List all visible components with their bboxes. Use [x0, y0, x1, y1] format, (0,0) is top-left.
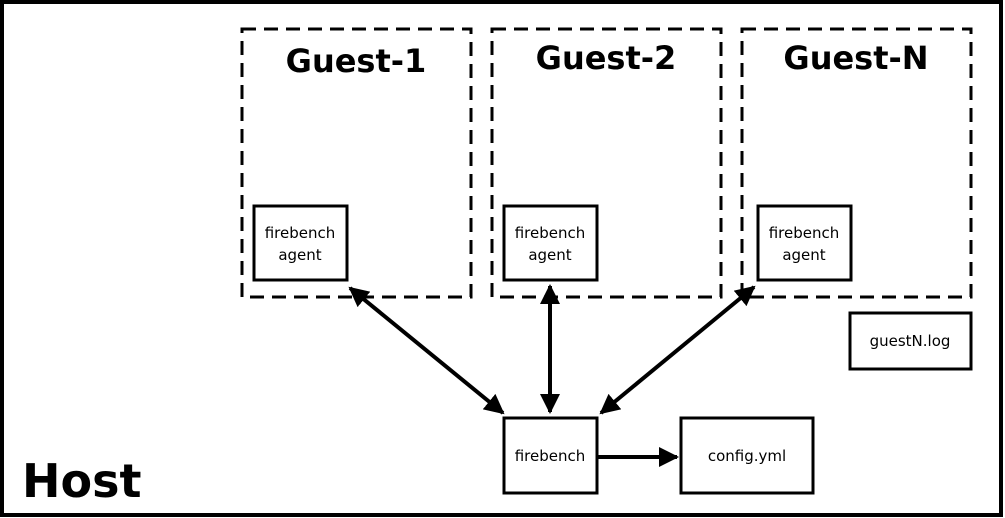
guest-n-group: Guest-N firebench agent [740, 27, 973, 299]
arrow-firebench-guest-1 [348, 286, 505, 415]
guest-n-title: Guest-N [783, 39, 928, 77]
log-file-box [848, 311, 973, 371]
guest-2-group: Guest-2 firebench agent [490, 27, 723, 299]
guest-1-agent-box [252, 204, 349, 282]
arrow-firebench-guest-n [599, 285, 756, 415]
guest-n-agent-box [756, 204, 853, 282]
host-label: Host [22, 454, 141, 508]
config-file-box [679, 416, 815, 495]
guest-1-group: Guest-1 firebench agent [240, 27, 473, 299]
guest-1-boundary [240, 27, 473, 299]
guest-2-boundary [490, 27, 723, 299]
firebench-label: firebench [515, 447, 586, 465]
guest-n-agent-label-line2: agent [782, 246, 825, 264]
guest-1-title: Guest-1 [286, 42, 427, 80]
firebench-box [502, 416, 599, 495]
guest-2-agent-box [502, 204, 599, 282]
config-file-label: config.yml [708, 447, 786, 465]
guest-2-agent-label-line2: agent [528, 246, 571, 264]
guest-2-title: Guest-2 [536, 39, 677, 77]
guest-n-agent-label-line1: firebench [769, 224, 840, 242]
guest-n-boundary [740, 27, 973, 299]
guest-1-agent-label-line2: agent [278, 246, 321, 264]
guest-2-agent-label-line1: firebench [515, 224, 586, 242]
guest-1-agent-label-line1: firebench [265, 224, 336, 242]
log-file-label: guestN.log [870, 332, 951, 350]
